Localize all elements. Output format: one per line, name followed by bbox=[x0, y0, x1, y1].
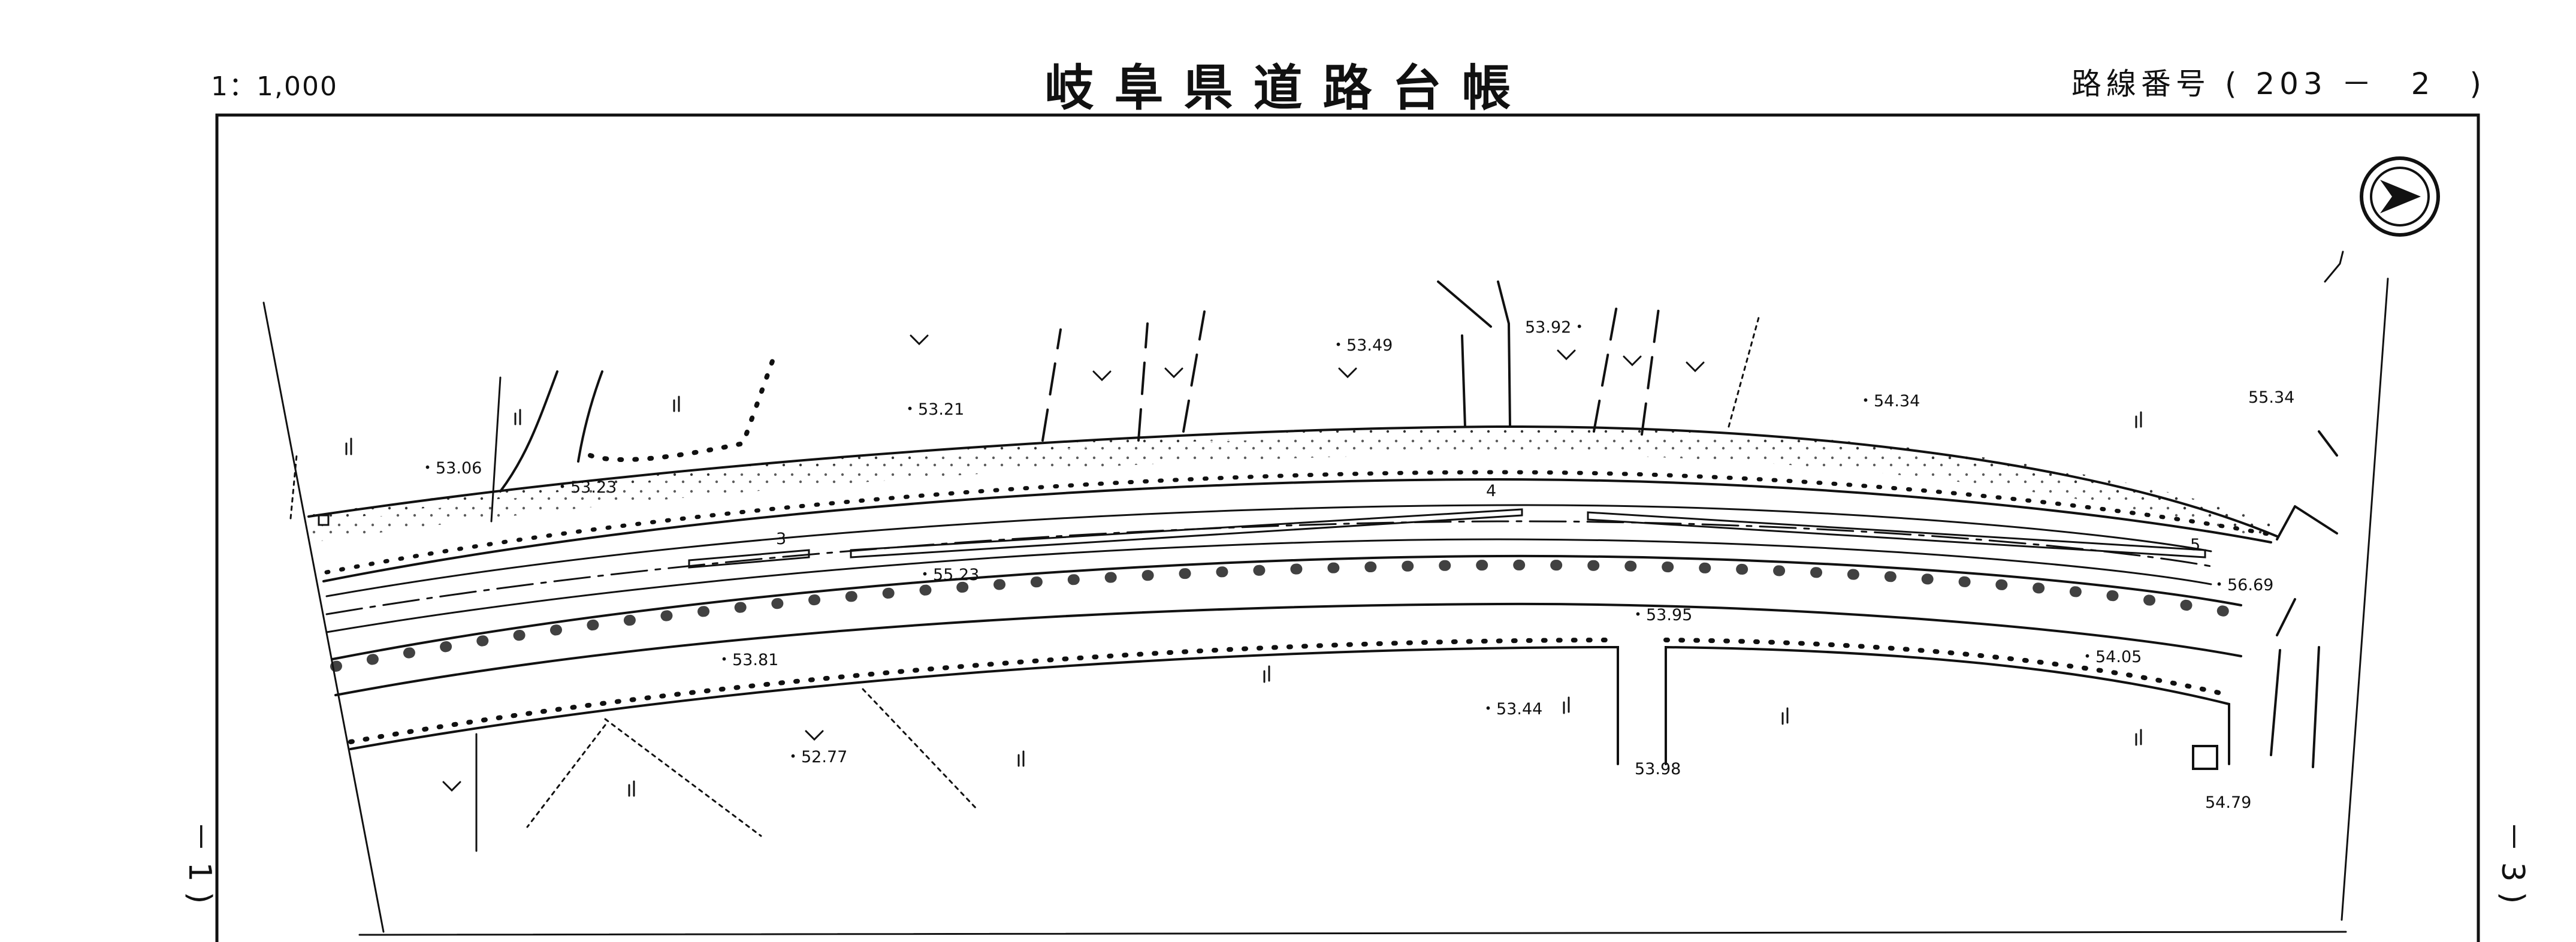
south-belt-south-edge bbox=[334, 602, 2242, 696]
elevation-labels: ・53.06 ・53.23 ・53.21 ・53.49 53.92・ ・54.3… bbox=[419, 318, 2294, 812]
vegetation-symbols bbox=[345, 334, 2142, 797]
road-mark: 5 bbox=[2190, 536, 2200, 554]
dotted-boundary bbox=[289, 316, 1760, 837]
adjacent-sheet-left-label: － 1 ) bbox=[182, 821, 218, 904]
elevation-label: ・53.21 bbox=[902, 400, 964, 419]
dashed-boundary-1 bbox=[1041, 298, 1661, 442]
north-curb bbox=[322, 478, 2272, 582]
elevation-label: 54.79 bbox=[2205, 793, 2251, 812]
north-sidewalk-strip bbox=[309, 434, 2277, 542]
fence-line bbox=[475, 376, 502, 852]
lane-line-north bbox=[325, 504, 2212, 597]
elevation-label: ・53.81 bbox=[716, 651, 778, 669]
south-road-edge bbox=[349, 645, 2230, 765]
road-mark: 4 bbox=[1486, 482, 1496, 500]
elevation-label: ・55.23 bbox=[917, 566, 979, 584]
elevation-label: ・53.23 bbox=[554, 478, 617, 497]
elevation-label: 53.92・ bbox=[1525, 318, 1587, 337]
elevation-label: ・52.77 bbox=[785, 748, 847, 766]
map-frame bbox=[215, 113, 2480, 942]
elevation-label: ・54.05 bbox=[2079, 648, 2142, 666]
south-belt-shade bbox=[330, 559, 2246, 672]
median-island-1 bbox=[850, 508, 1523, 558]
elevation-label: 53.98 bbox=[1635, 760, 1681, 778]
survey-marker bbox=[318, 514, 330, 526]
elevation-label: ・53.44 bbox=[1480, 700, 1542, 718]
elevation-label: ・53.49 bbox=[1330, 336, 1393, 355]
north-road-edge bbox=[307, 425, 2278, 538]
median-island-2 bbox=[1587, 511, 2206, 558]
elevation-label: ・53.95 bbox=[1630, 606, 1692, 624]
survey-boundary bbox=[262, 250, 2389, 936]
elevation-label: 55.34 bbox=[2248, 388, 2294, 407]
north-arrow-icon bbox=[2360, 156, 2440, 237]
road-mark: 3 bbox=[776, 530, 786, 548]
median-island-3 bbox=[688, 549, 810, 569]
south-belt-north-edge bbox=[331, 554, 2242, 660]
north-side-road bbox=[1437, 280, 1511, 428]
adjacent-sheet-right-label: － 3 ) bbox=[2495, 821, 2530, 904]
lane-line-south bbox=[325, 538, 2212, 633]
north-driveway-hatch bbox=[588, 357, 775, 463]
south-curb-hatch bbox=[348, 638, 2231, 744]
elevation-label: ・56.69 bbox=[2211, 576, 2273, 594]
utility-box bbox=[2192, 745, 2218, 770]
map-title: 岐阜県道路台帳 bbox=[1044, 60, 1532, 117]
elevation-label: ・53.06 bbox=[419, 459, 482, 478]
elevation-label: ・54.34 bbox=[1858, 392, 1920, 410]
north-driveway-left bbox=[499, 370, 603, 493]
east-side-road bbox=[2270, 430, 2338, 768]
scale-label: 1：1,000 bbox=[211, 71, 338, 102]
route-number-label: 路線番号 ( 203 － 2 ) bbox=[2071, 67, 2486, 101]
